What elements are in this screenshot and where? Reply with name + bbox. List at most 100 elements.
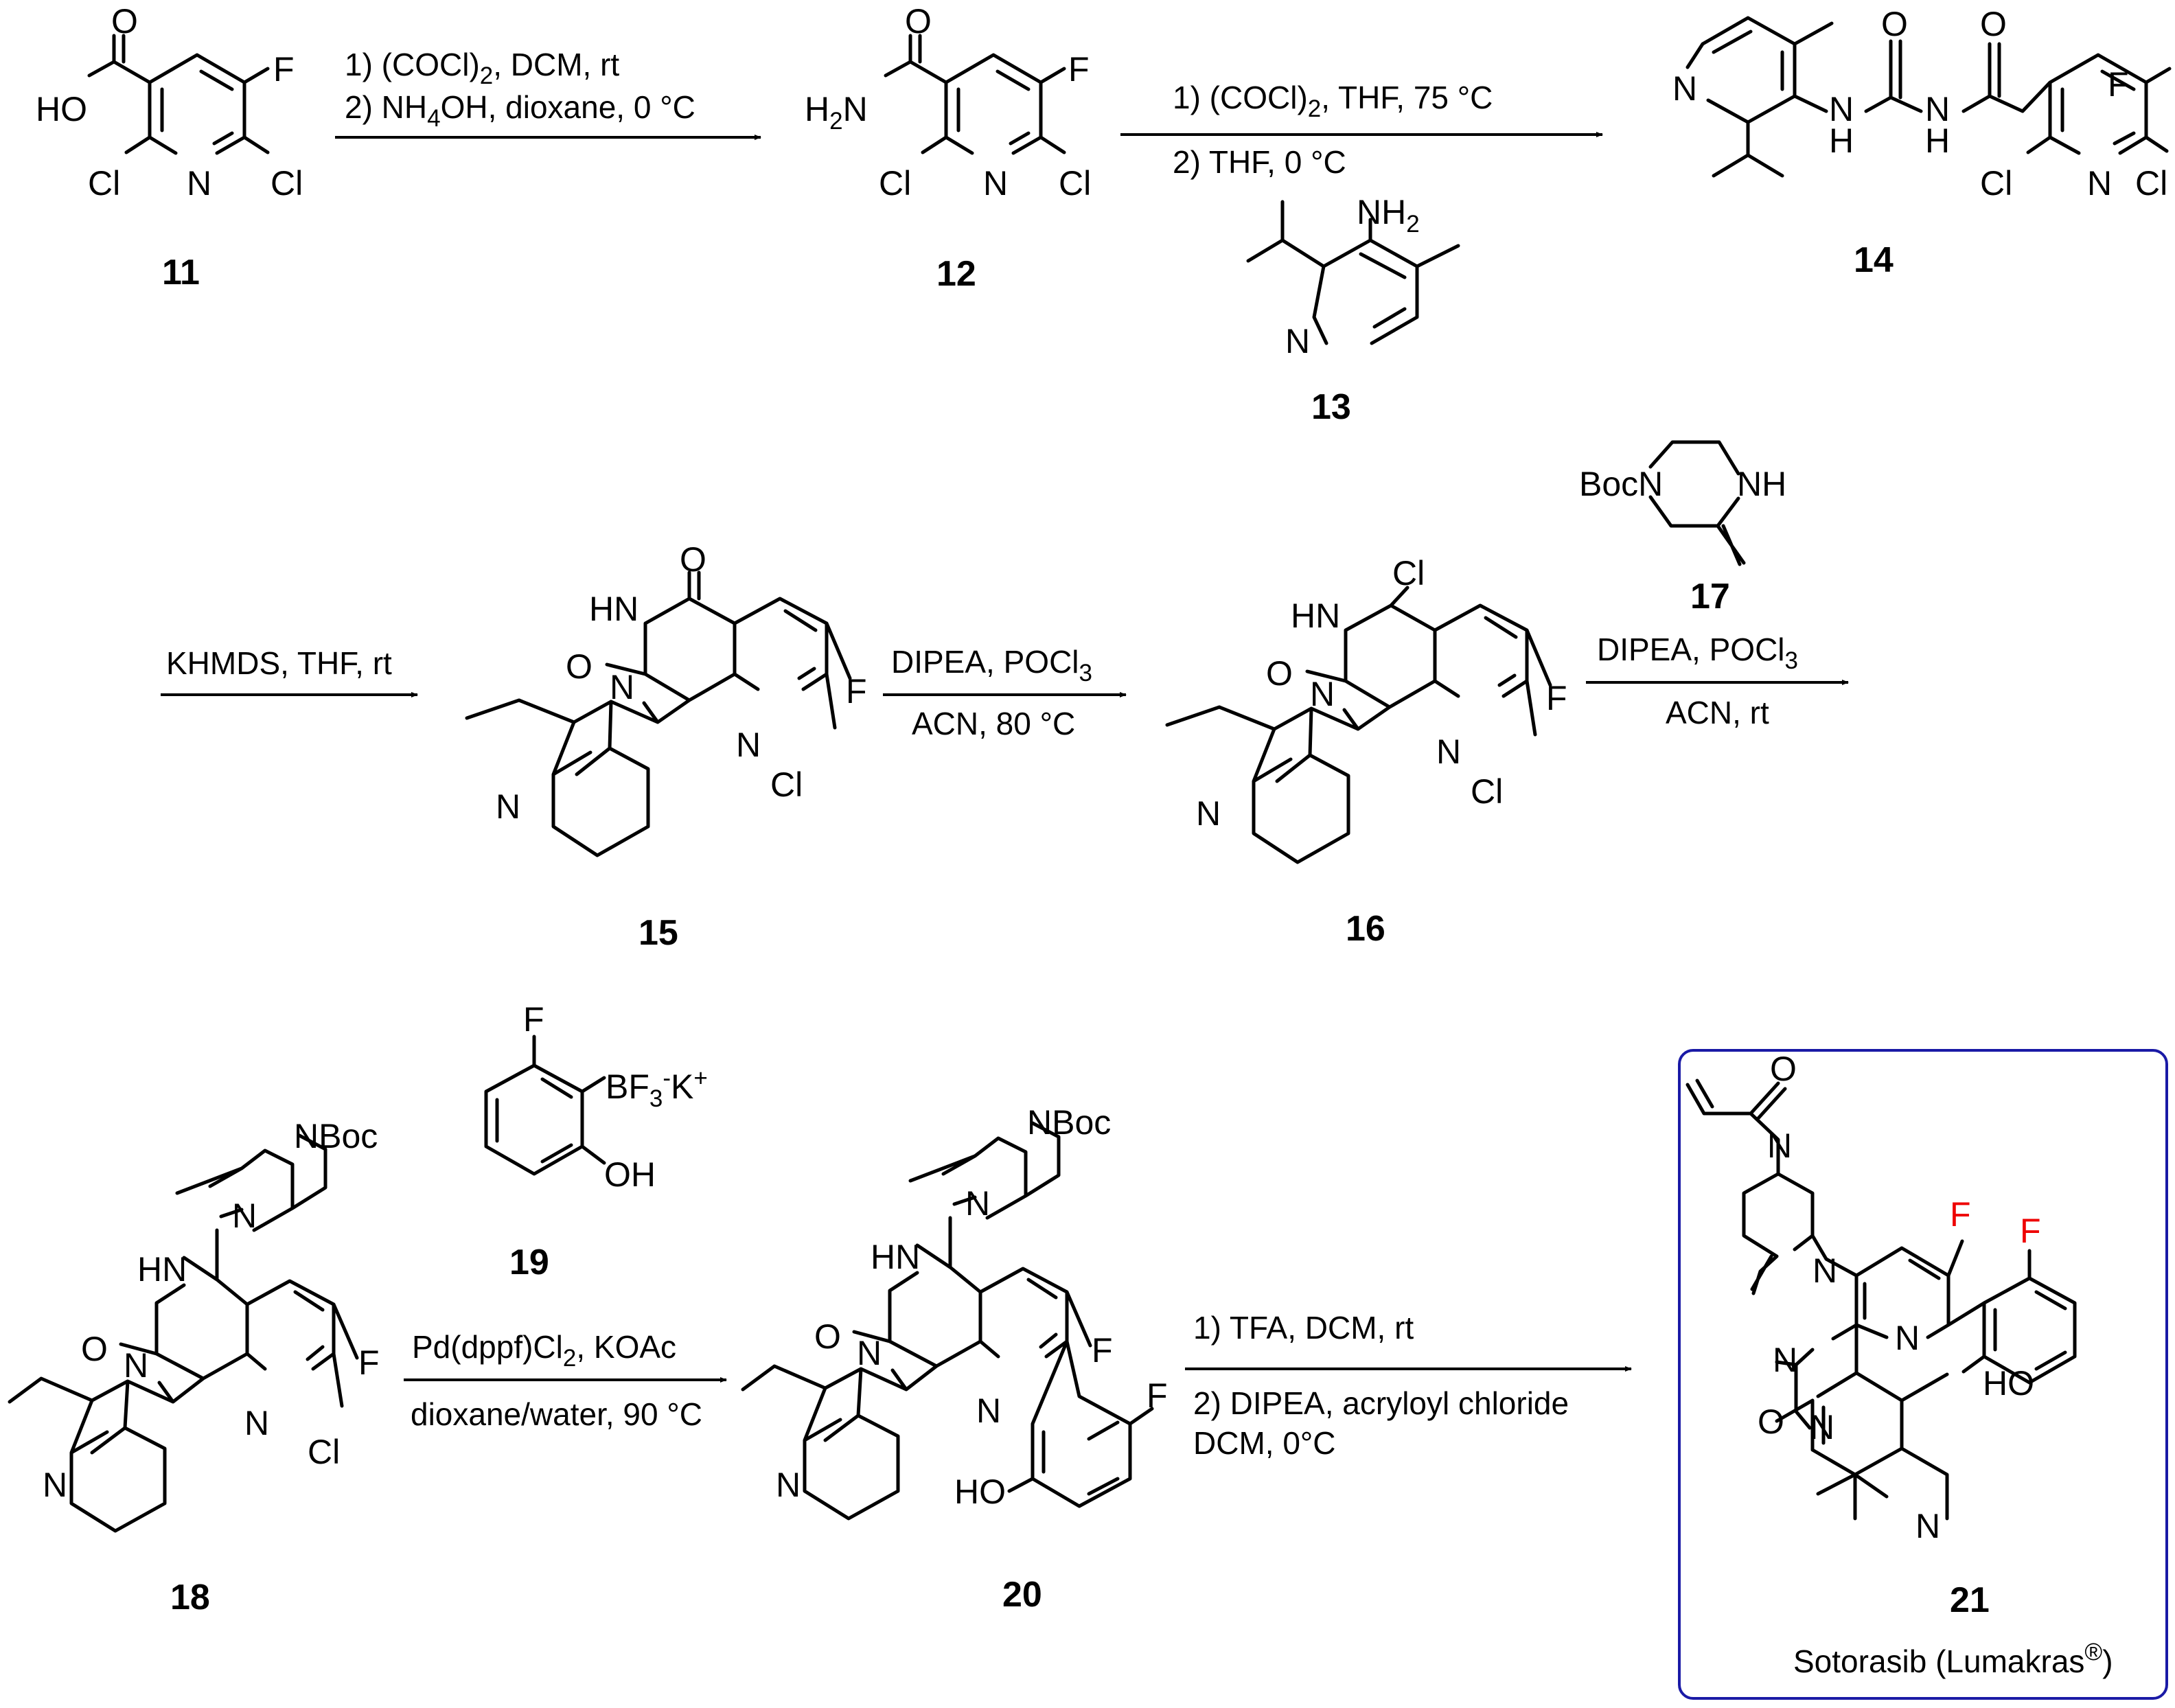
compound-number: 19	[509, 1243, 549, 1282]
atom-label-n: N	[1915, 1507, 1940, 1545]
atom-label-f: F	[1147, 1376, 1168, 1415]
atom-label-cl: Cl	[308, 1433, 340, 1471]
compound-20: NBoc N HN O N F N F HO N 20	[741, 1103, 1168, 1615]
compound-number: 18	[170, 1578, 210, 1617]
reaction-step-6: Pd(dppf)Cl2, KOAc dioxane/water, 90 °C	[404, 1329, 727, 1432]
atom-label-f: F	[1546, 679, 1567, 717]
condition-line: 1) TFA, DCM, rt	[1193, 1310, 1414, 1346]
atom-label-o: O	[1266, 654, 1293, 693]
atom-label-o: O	[1758, 1403, 1784, 1441]
compound-number: 20	[1002, 1575, 1042, 1615]
compound-number: 14	[1854, 240, 1894, 280]
atom-label-n: N	[1810, 1408, 1834, 1446]
atom-label-hn: HN	[871, 1238, 920, 1276]
compound-number: 13	[1311, 387, 1351, 427]
atom-label-o: O	[905, 2, 932, 41]
atom-label-o: O	[814, 1317, 841, 1356]
atom-label-f: F	[523, 1000, 544, 1039]
atom-label-cl: Cl	[1471, 772, 1503, 811]
atom-label-cl: Cl	[88, 164, 120, 203]
atom-label-nh: NH	[1737, 465, 1786, 503]
atom-label-o: O	[1770, 1050, 1797, 1088]
compound-13: NH2 N 13	[1246, 193, 1460, 427]
condition-line: KHMDS, THF, rt	[166, 645, 392, 681]
atom-label-n: N	[776, 1466, 801, 1504]
compound-number: 11	[162, 253, 200, 292]
compound-14: N O O N H N H F Cl N Cl 14	[1672, 5, 2172, 280]
atom-label-nboc: NBoc	[1027, 1103, 1111, 1142]
atom-label-cl: Cl	[1059, 164, 1091, 203]
atom-label-hn: HN	[1291, 597, 1340, 635]
highlight-box	[1678, 1049, 2168, 1700]
atom-label-f: F	[2108, 65, 2129, 104]
atom-label-n: N	[1812, 1251, 1837, 1290]
atom-label-o: O	[1980, 5, 2007, 43]
atom-label-n: N	[1773, 1341, 1797, 1379]
reaction-step-3: KHMDS, THF, rt	[161, 645, 418, 697]
compound-18: NBoc N HN O N F N Cl N 18	[8, 1117, 380, 1617]
atom-label-f: F	[273, 50, 295, 89]
condition-line: Pd(dppf)Cl2, KOAc	[412, 1329, 676, 1372]
atom-label-n: N	[187, 164, 211, 203]
compound-number: 16	[1346, 909, 1385, 949]
reaction-step-2: 1) (COCl)2, THF, 75 °C 2) THF, 0 °C	[1120, 80, 1603, 180]
atom-label-f: F	[1068, 50, 1090, 89]
compound-number: 15	[638, 913, 678, 953]
atom-label-n: N	[610, 668, 634, 706]
atom-label-ho: HO	[1983, 1364, 2034, 1403]
atom-label-n: N	[43, 1466, 67, 1504]
compound-15: O HN O N F N Cl N 15	[465, 540, 867, 953]
atom-label-cl: Cl	[770, 765, 803, 804]
condition-line: 1) (COCl)2, THF, 75 °C	[1173, 80, 1493, 122]
atom-label-nh: N	[1829, 90, 1854, 128]
atom-label-o: O	[566, 647, 592, 686]
atom-label-n: N	[232, 1197, 257, 1235]
condition-line: 2) THF, 0 °C	[1173, 144, 1346, 180]
atom-label-ho: HO	[36, 90, 87, 128]
atom-label-f: F	[1950, 1195, 1971, 1234]
reaction-step-1: 1) (COCl)2, DCM, rt 2) NH4OH, dioxane, 0…	[335, 47, 761, 140]
drug-name: Sotorasib (Lumakras®)	[1793, 1639, 2113, 1679]
compound-17: BocN NH 17	[1579, 440, 1786, 616]
condition-line: 2) DIPEA, acryloyl chloride	[1193, 1385, 1569, 1421]
atom-label-n: N	[1767, 1127, 1792, 1165]
atom-label-n: N	[1895, 1319, 1920, 1357]
reaction-step-5: DIPEA, POCl3 ACN, rt	[1586, 632, 1849, 730]
atom-label-n: N	[1310, 675, 1335, 713]
condition-line: ACN, 80 °C	[912, 706, 1075, 741]
atom-label-f: F	[2020, 1212, 2041, 1250]
atom-label-cl: Cl	[2135, 164, 2167, 203]
condition-line: ACN, rt	[1666, 695, 1769, 730]
compound-number: 17	[1690, 577, 1730, 616]
atom-label-n: N	[736, 726, 761, 764]
atom-label-n: N	[857, 1334, 882, 1372]
atom-label-f: F	[358, 1343, 380, 1382]
atom-label-cl: Cl	[1980, 164, 2012, 203]
atom-label-cl: Cl	[1392, 554, 1425, 592]
atom-label-hn: HN	[589, 590, 638, 628]
atom-label-n: N	[976, 1392, 1001, 1430]
atom-label-n: N	[983, 164, 1008, 203]
reaction-step-7: 1) TFA, DCM, rt 2) DIPEA, acryloyl chlor…	[1185, 1310, 1632, 1461]
compound-11: O HO F Cl N Cl 11	[36, 2, 303, 292]
atom-label-n: N	[2087, 164, 2112, 203]
atom-label-f: F	[846, 672, 867, 711]
atom-label-n: N	[124, 1346, 148, 1385]
atom-label-n: N	[1436, 732, 1461, 771]
condition-line: DIPEA, POCl3	[1597, 632, 1798, 674]
atom-label-h: H	[1925, 122, 1950, 160]
reaction-step-4: DIPEA, POCl3 ACN, 80 °C	[883, 644, 1127, 741]
condition-line: 1) (COCl)2, DCM, rt	[345, 47, 619, 89]
atom-label-ho: HO	[954, 1473, 1006, 1511]
atom-label-h: H	[1829, 122, 1854, 160]
atom-label-n: N	[1285, 322, 1310, 360]
atom-label-cl: Cl	[879, 164, 911, 203]
atom-label-nh: N	[1925, 90, 1950, 128]
condition-line: DCM, 0°C	[1193, 1425, 1336, 1461]
atom-label-n: N	[496, 787, 520, 826]
compound-16: Cl HN O N F N Cl N 16	[1165, 554, 1567, 949]
condition-line: 2) NH4OH, dioxane, 0 °C	[345, 89, 695, 132]
atom-label-n: N	[244, 1404, 269, 1442]
atom-label-nboc: NBoc	[294, 1117, 378, 1155]
